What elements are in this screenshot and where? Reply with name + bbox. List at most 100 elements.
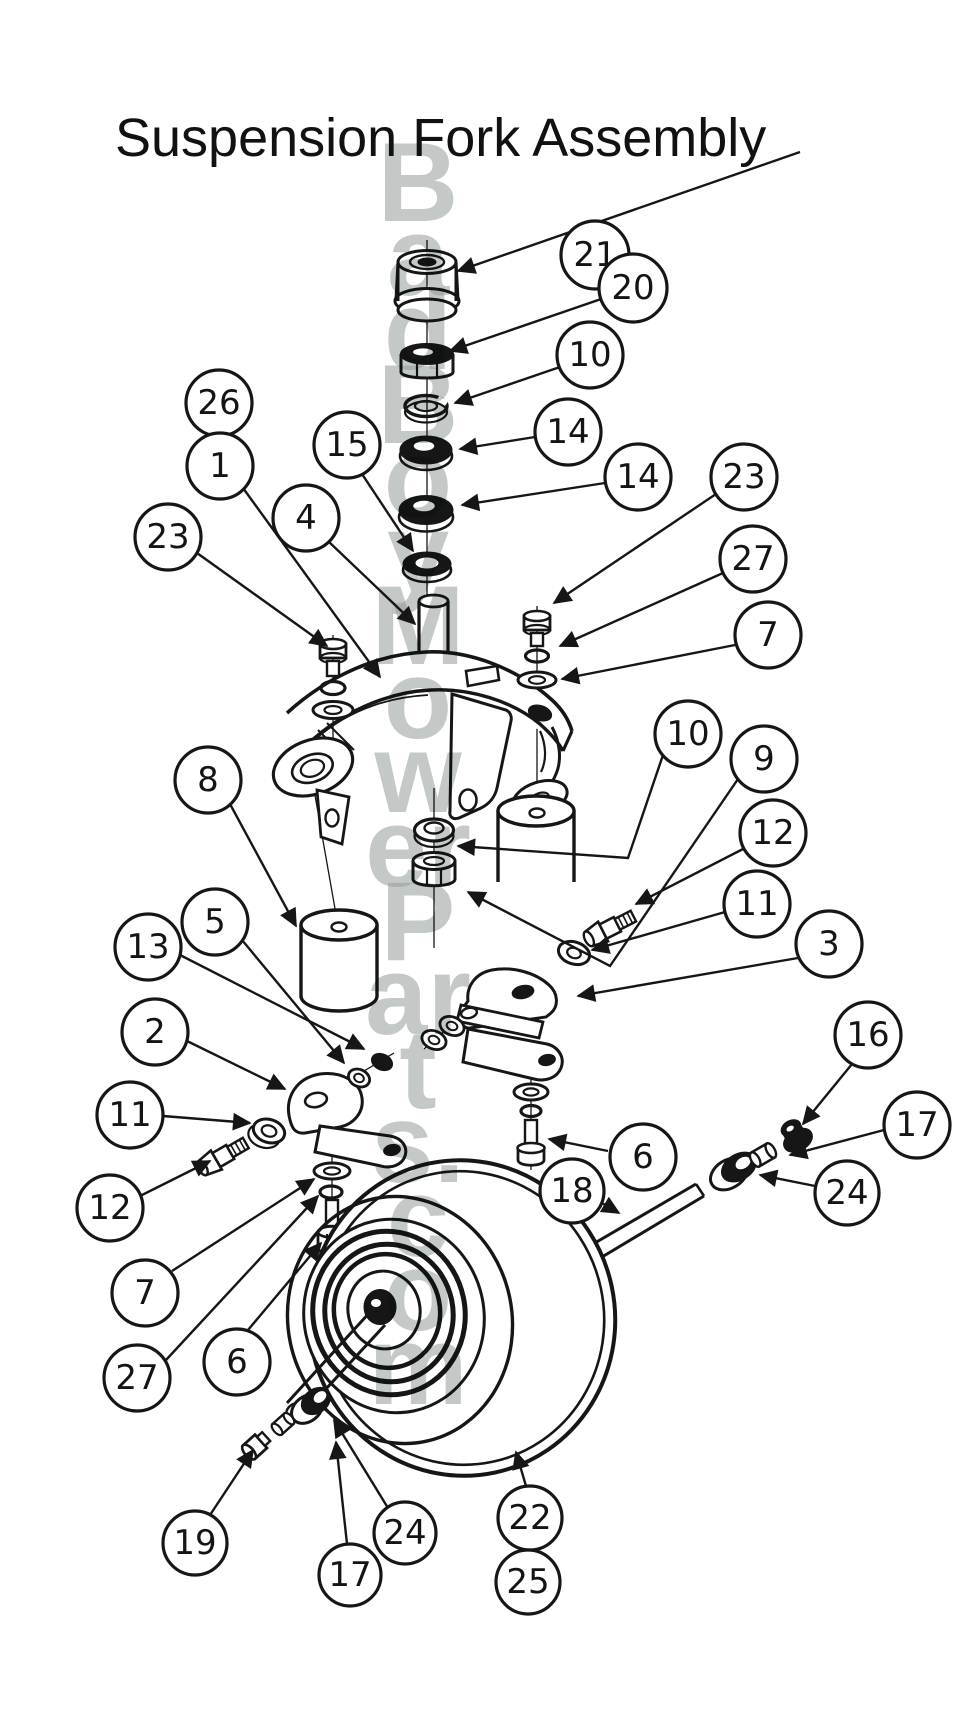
part-link-arm-left — [287, 1072, 408, 1169]
callout-number-7: 7 — [757, 615, 779, 655]
leader-4-8 — [327, 540, 417, 626]
callout-number-17: 17 — [328, 1555, 371, 1595]
callout-number-3: 3 — [818, 924, 840, 964]
leader-12-23 — [139, 1159, 212, 1198]
part-seal — [401, 551, 453, 584]
callout-9-14: 9 — [729, 724, 799, 794]
part-washer-right-link — [556, 939, 592, 967]
callout-circle-14 — [603, 442, 673, 512]
leader-27-25 — [165, 1194, 320, 1361]
callout-number-19: 19 — [173, 1523, 216, 1563]
callout-number-26: 26 — [197, 383, 240, 423]
part-flange-bearing-right — [708, 1151, 758, 1192]
callout-number-22: 22 — [508, 1498, 551, 1538]
callout-number-13: 13 — [126, 927, 169, 967]
callout-10-13: 10 — [653, 699, 723, 769]
part-fork-weldment — [271, 593, 574, 846]
callout-10-2: 10 — [555, 320, 625, 390]
callout-number-10: 10 — [568, 335, 611, 375]
callout-circle-7 — [733, 600, 803, 670]
page-title: Suspension Fork Assembly — [115, 108, 766, 168]
part-washer-under-fork — [412, 817, 456, 849]
part-bearing-upper — [398, 435, 454, 472]
callout-circle-11 — [95, 1080, 165, 1150]
callout-6-26: 6 — [202, 1327, 272, 1397]
leader-23-10 — [552, 493, 717, 604]
callout-19-32: 19 — [161, 1509, 229, 1577]
callout-14-4: 14 — [603, 442, 673, 512]
callout-number-23: 23 — [146, 517, 189, 557]
leader-11-16 — [590, 910, 726, 954]
callout-circle-12 — [738, 798, 808, 868]
callout-20-1: 20 — [597, 252, 669, 324]
callout-number-8: 8 — [197, 760, 219, 800]
callout-circle-17 — [882, 1090, 952, 1160]
part-pivot-nut-left-link — [347, 1052, 394, 1089]
callout-circle-20 — [597, 252, 669, 324]
leader-18-28 — [599, 1196, 621, 1215]
callout-27-25: 27 — [102, 1343, 172, 1413]
callout-7-24: 7 — [110, 1258, 180, 1328]
callout-circle-10 — [555, 320, 625, 390]
callout-circle-2 — [120, 997, 190, 1067]
callout-14-3: 14 — [533, 397, 603, 467]
callout-circle-1 — [185, 431, 255, 501]
callout-number-17: 17 — [895, 1105, 938, 1145]
callout-circle-19 — [161, 1509, 229, 1577]
callout-24-31: 24 — [813, 1159, 881, 1227]
part-hex-nut-under-fork — [411, 851, 457, 888]
callout-23-10: 23 — [709, 442, 779, 512]
part-spacer-right — [748, 1141, 778, 1169]
leader-2-21 — [186, 1039, 287, 1091]
leader-21-0 — [456, 150, 801, 274]
part-bolt-stack-right-top — [516, 609, 558, 690]
callout-circle-12 — [75, 1173, 145, 1243]
callout-27-11: 27 — [718, 524, 788, 594]
callout-number-16: 16 — [846, 1015, 889, 1055]
callout-11-22: 11 — [95, 1080, 165, 1150]
leader-6-26 — [247, 1241, 323, 1331]
callout-1-7: 1 — [185, 431, 255, 501]
leader-24-34 — [332, 1418, 390, 1509]
leader-16-29 — [801, 1063, 853, 1126]
callout-number-24: 24 — [383, 1513, 426, 1553]
leader-19-32 — [208, 1448, 255, 1516]
callout-circle-6 — [202, 1327, 272, 1397]
callout-circle-24 — [372, 1500, 438, 1566]
part-damper-left — [299, 908, 379, 1013]
part-damper-right — [496, 794, 576, 882]
callout-balloons: 2120101414152614232327710912113851321112… — [75, 219, 952, 1616]
callout-2-21: 2 — [120, 997, 190, 1067]
callout-circle-8 — [173, 745, 243, 815]
leader-lines — [139, 150, 885, 1545]
leader-10-13 — [456, 754, 665, 860]
leader-20-1 — [448, 295, 608, 354]
callout-circle-24 — [813, 1159, 881, 1227]
leader-13-20 — [179, 953, 366, 1051]
callout-11-16: 11 — [722, 869, 792, 939]
callout-circle-15 — [312, 410, 382, 480]
callout-number-24: 24 — [825, 1173, 868, 1213]
callout-24-34: 24 — [372, 1500, 438, 1566]
leader-7-24 — [171, 1177, 316, 1273]
callout-circle-9 — [729, 724, 799, 794]
leader-17-33 — [329, 1440, 349, 1545]
leader-8-18 — [228, 803, 298, 928]
callout-number-14: 14 — [616, 457, 659, 497]
callout-17-33: 17 — [317, 1542, 383, 1608]
leader-27-11 — [558, 571, 724, 648]
part-washers-right-link — [420, 1015, 466, 1051]
callout-7-12: 7 — [733, 600, 803, 670]
leader-6-27 — [547, 1133, 609, 1153]
callout-number-27: 27 — [731, 539, 774, 579]
callout-18-28: 18 — [538, 1157, 606, 1225]
leader-23-9 — [196, 552, 329, 647]
callout-26-6: 26 — [184, 368, 254, 438]
part-jam-nut — [399, 343, 455, 380]
callout-8-18: 8 — [173, 745, 243, 815]
leader-22-35 — [512, 1450, 530, 1487]
callout-number-14: 14 — [546, 412, 589, 452]
callout-circle-23 — [709, 442, 779, 512]
